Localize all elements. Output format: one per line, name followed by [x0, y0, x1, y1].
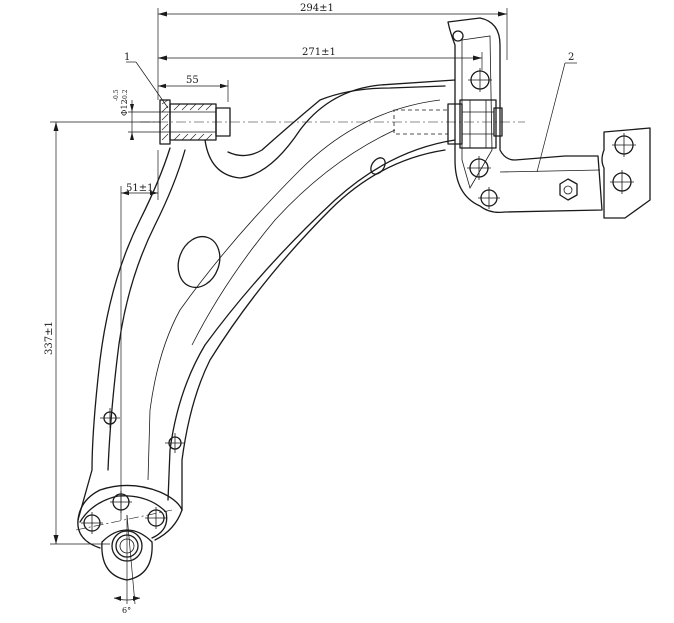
dimension-bushing-tolerance-upper: -0.5: [113, 89, 120, 101]
front-bushing: [159, 99, 231, 145]
arm-mounting-hole-2: [165, 433, 185, 453]
dimension-bushing-length: 55: [158, 75, 229, 102]
dimension-height-label: 337±1: [44, 321, 55, 355]
arm-slot-hole: [370, 157, 386, 175]
dimension-bushing-to-pivot-label: 271±1: [302, 47, 336, 58]
dimension-height: 337±1: [44, 121, 160, 545]
dimension-overall-width-label: 294±1: [300, 3, 334, 14]
dimension-offset-label: 51±1: [126, 183, 153, 194]
arm-mounting-hole-1: [100, 408, 120, 428]
dimension-bushing-tolerance-lower: -0.2: [122, 89, 129, 101]
dimension-offset: 51±1: [120, 150, 159, 520]
ball-joint-housing: [101, 529, 153, 581]
callout-item-2-label: 2: [568, 52, 574, 63]
rear-bushing: [393, 99, 503, 149]
control-arm-body: [77, 79, 456, 549]
dimension-bushing-diameter: Φ12 -0.5 -0.2: [113, 89, 170, 140]
arm-lightening-hole: [177, 235, 221, 289]
dimension-overall-width: 294±1: [157, 3, 508, 100]
callout-item-1-label: 1: [124, 52, 130, 63]
dimension-bushing-to-pivot: 271±1: [158, 47, 483, 70]
callout-item-2: 2: [536, 52, 577, 173]
dimension-angle-label: 6°: [122, 606, 131, 615]
dimension-bushing-length-label: 55: [186, 75, 199, 86]
ball-joint-plate: [75, 491, 173, 539]
right-mounting-flange: [601, 127, 651, 219]
rear-bracket-plate: [447, 17, 603, 214]
bracket-hex-nut: [559, 178, 578, 201]
dimension-bushing-diameter-label: Φ12: [120, 99, 129, 116]
